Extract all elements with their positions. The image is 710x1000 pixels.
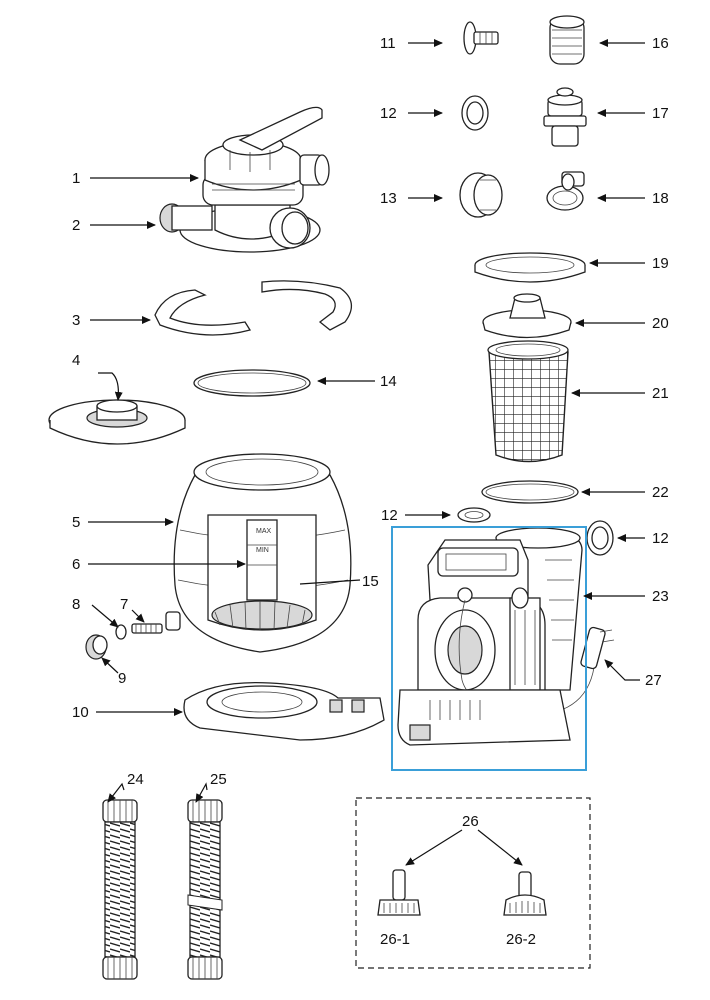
callout-19: 19 [652,255,669,272]
fitting-26-2-part [503,871,547,916]
part-26-group-box [355,797,591,969]
washer-part-mid [457,507,491,523]
callout-11: 11 [380,35,396,52]
multiport-valve-part [159,106,330,253]
callout-13: 13 [380,190,397,207]
cartridge-lid-part [482,293,572,339]
lock-ring-part [474,252,586,283]
cap-part [459,172,503,218]
callout-9: 9 [118,670,126,687]
cartridge-basket-part [487,340,569,463]
pump-motor-part [397,527,615,746]
threaded-nut-part [549,15,585,65]
callout-labels: 1 2 3 4 5 6 8 7 9 10 11 12 13 14 12 15 1… [72,35,669,948]
hose-25-part [187,799,223,980]
drain-plug-parts [85,623,163,660]
callout-16: 16 [652,35,669,52]
tank-max-mark: MAX [256,528,272,535]
tank-min-mark: MIN [256,547,269,554]
callout-25: 25 [210,771,227,788]
callout-18: 18 [652,190,669,207]
callout-27: 27 [645,672,662,689]
adapter-part [543,87,587,147]
callout-26-2: 26-2 [506,931,536,948]
callout-12-mid: 12 [381,507,398,524]
callout-6: 6 [72,556,80,573]
callout-20: 20 [652,315,669,332]
callout-12-right: 12 [652,530,669,547]
callout-7: 7 [120,596,128,613]
filter-tank-part: MAX MIN [165,453,352,653]
tank-base-part [183,681,385,741]
clamp-part [154,280,352,336]
callout-3: 3 [72,312,80,329]
callout-2: 2 [72,217,80,234]
callout-26: 26 [462,813,479,830]
hose-clamp-part [546,171,585,211]
callout-17: 17 [652,105,669,122]
cartridge-o-ring-part [481,480,579,504]
callout-24: 24 [127,771,144,788]
callout-5: 5 [72,514,80,531]
callout-10: 10 [72,704,89,721]
callout-15: 15 [362,573,379,590]
callout-23: 23 [652,588,669,605]
strainer-lid-part [48,399,186,445]
hose-connector-part [463,21,499,55]
fitting-26-1-part [377,869,421,916]
callout-1: 1 [72,170,80,187]
callout-12-top: 12 [380,105,397,122]
leader-lines [88,39,645,866]
callout-8: 8 [72,596,80,613]
hose-24-part [102,799,138,980]
callout-22: 22 [652,484,669,501]
callout-4: 4 [72,352,80,369]
selected-part-highlight [391,526,587,771]
callout-21: 21 [652,385,669,402]
callout-14: 14 [380,373,397,390]
callout-26-1: 26-1 [380,931,410,948]
o-ring-part [193,369,311,397]
